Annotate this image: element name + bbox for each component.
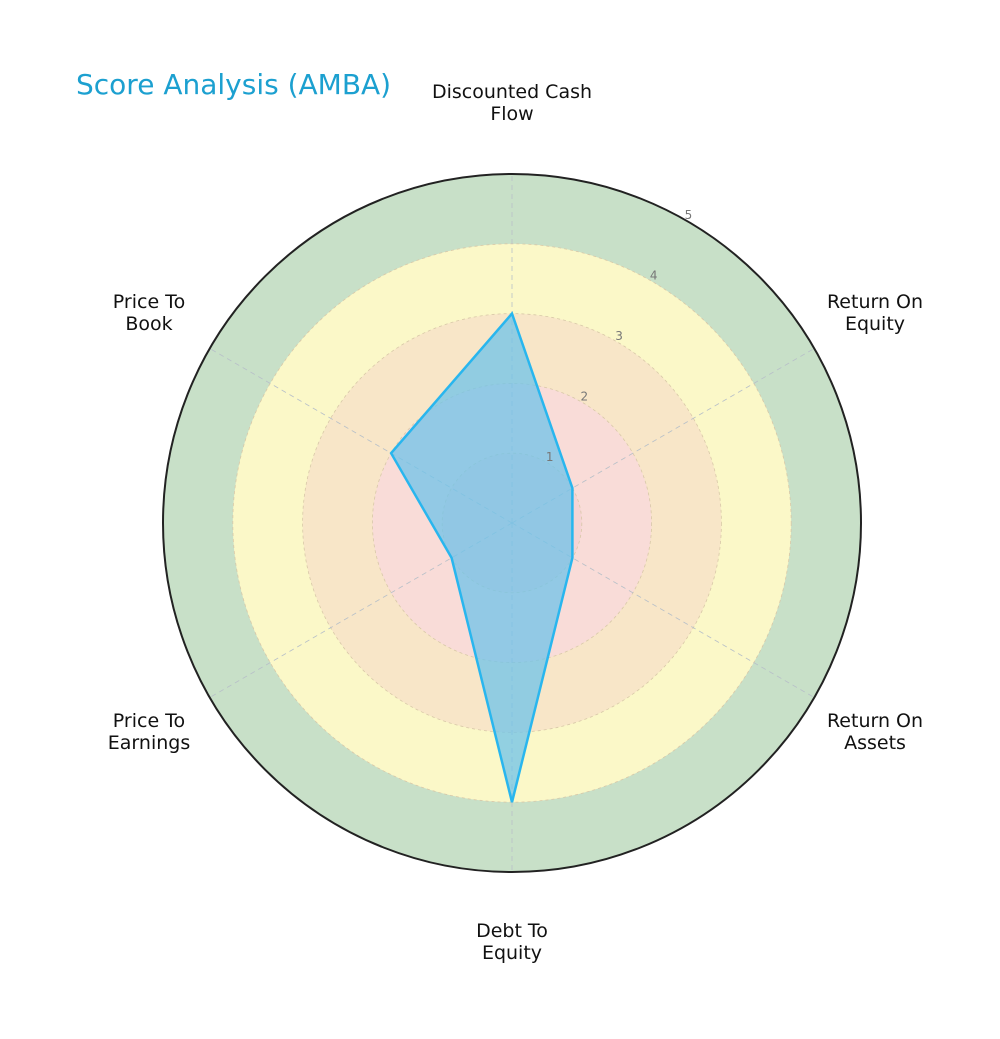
score-polygon bbox=[389, 311, 574, 803]
svg-text:4: 4 bbox=[650, 268, 658, 282]
radial-tick-labels: 1 2 3 4 5 bbox=[546, 208, 692, 464]
axis-label-return-on-assets: Return On Assets bbox=[826, 710, 924, 754]
axis-label-debt-to-equity: Debt To Equity bbox=[476, 920, 548, 964]
svg-text:1: 1 bbox=[546, 450, 554, 464]
chart-title: Score Analysis (AMBA) bbox=[76, 68, 392, 101]
axis-label-discounted-cash-flow: Discounted Cash Flow bbox=[431, 81, 593, 125]
axis-label-price-to-book: Price To Book bbox=[112, 291, 186, 335]
svg-text:3: 3 bbox=[615, 329, 623, 343]
axis-label-return-on-equity: Return On Equity bbox=[826, 291, 924, 335]
axis-label-price-to-earnings: Price To Earnings bbox=[107, 710, 191, 754]
svg-text:5: 5 bbox=[685, 208, 693, 222]
outer-circle bbox=[162, 173, 862, 873]
svg-text:2: 2 bbox=[581, 390, 589, 404]
